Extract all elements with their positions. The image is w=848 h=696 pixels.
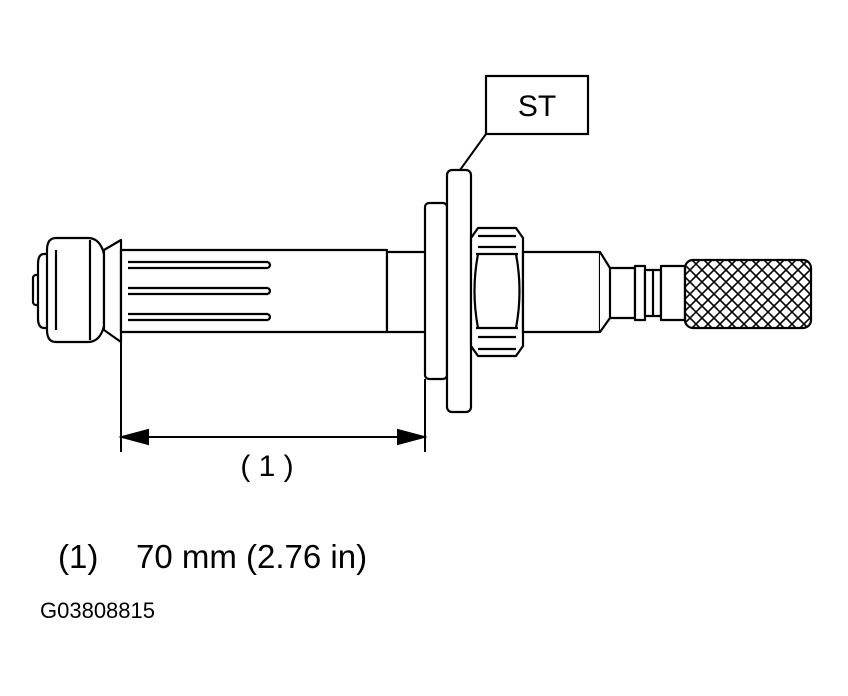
end-cap xyxy=(31,236,106,344)
figure-id: G03808815 xyxy=(40,598,155,623)
arrow-right xyxy=(397,428,428,446)
legend-value: 70 mm (2.76 in) xyxy=(136,538,368,575)
plate-st xyxy=(445,168,473,414)
body-shoulder xyxy=(385,250,429,334)
arrow-left xyxy=(118,428,149,446)
dimension-1 xyxy=(118,342,428,452)
legend-note: (1) 70 mm (2.76 in) xyxy=(58,538,367,576)
knurled-knob xyxy=(683,258,813,330)
shaft xyxy=(521,250,687,334)
rear-flange xyxy=(423,201,449,381)
legend-number: (1) xyxy=(58,538,99,575)
collet-sleeve xyxy=(102,238,389,344)
hex-nut xyxy=(469,226,525,358)
st-callout: ST xyxy=(459,74,590,171)
dimension-label: ( 1 ) xyxy=(240,450,293,483)
st-label: ST xyxy=(518,90,556,123)
